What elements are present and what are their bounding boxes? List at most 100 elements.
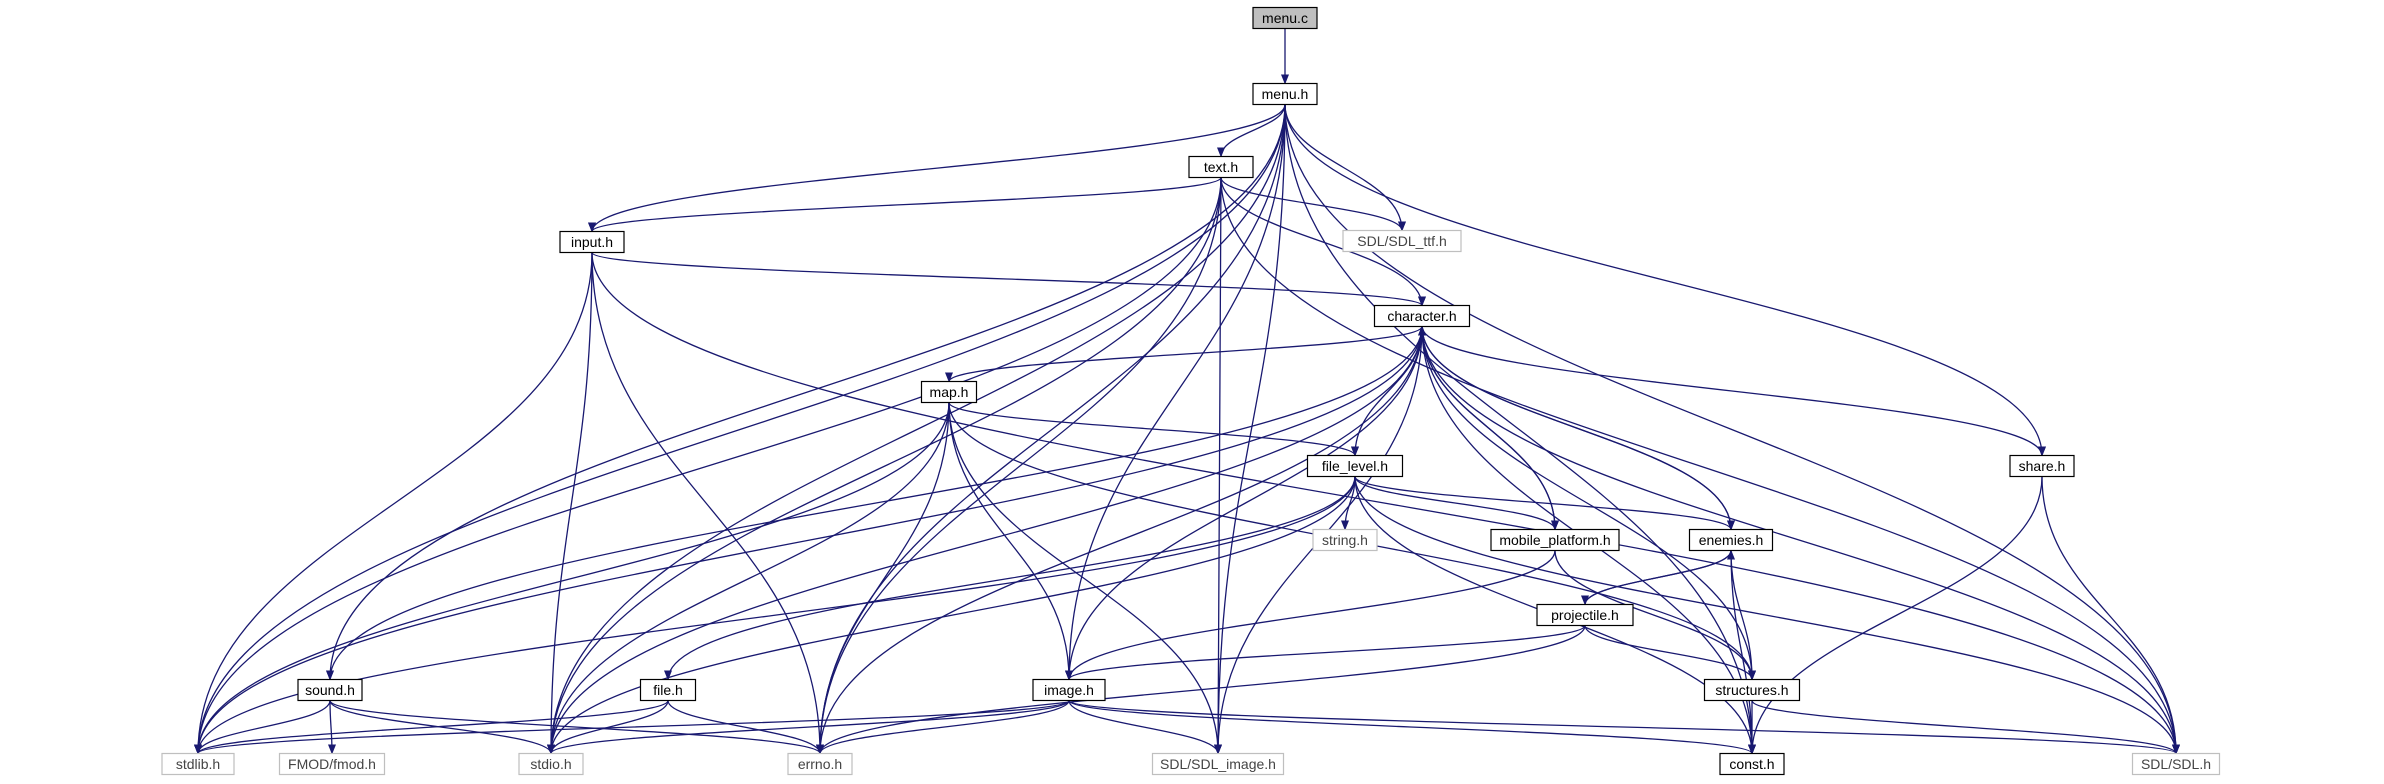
node-sound-h[interactable]: sound.h <box>297 678 363 702</box>
edge-menu-h-to-stdlib-h <box>194 104 1286 755</box>
node-box-sound-h <box>297 678 363 702</box>
node-box-input-h <box>559 230 625 254</box>
node-label-stdio-h: stdio.h <box>530 756 571 772</box>
node-box-share-h <box>2009 454 2075 478</box>
node-label-menu-h: menu.h <box>1262 86 1309 102</box>
node-box-fmod-h <box>278 752 386 776</box>
node-box-structures-h <box>1703 678 1801 702</box>
edge-file-level-h-to-mobile-platform-h <box>1354 476 1559 531</box>
edge-map-h-to-errno-h <box>816 402 950 755</box>
edge-sound-h-to-stdlib-h <box>194 700 331 755</box>
edge-mobile-platform-h-to-image-h <box>1065 550 1556 681</box>
edge-map-h-to-image-h <box>948 402 1073 681</box>
node-box-text-h <box>1188 155 1254 179</box>
node-projectile-h[interactable]: projectile.h <box>1536 603 1634 627</box>
edge-image-h-to-const-h <box>1068 699 1756 755</box>
edge-enemies-h-to-const-h <box>1730 550 1756 755</box>
node-label-image-h: image.h <box>1044 682 1094 698</box>
edge-menu-h-to-share-h <box>1284 104 2046 457</box>
node-file-h[interactable]: file.h <box>639 678 697 702</box>
edge-character-h-to-errno-h <box>816 326 1423 755</box>
node-menu-h[interactable]: menu.h <box>1252 82 1318 106</box>
node-label-file-level-h: file_level.h <box>1322 458 1388 474</box>
node-enemies-h[interactable]: enemies.h <box>1688 528 1774 552</box>
edge-menu-h-to-sdl-image-h <box>1214 104 1286 755</box>
edge-projectile-h-to-enemies-h <box>1584 549 1735 605</box>
edge-image-h-to-sdl-image-h <box>1068 700 1222 755</box>
node-label-sdl-ttf: SDL/SDL_ttf.h <box>1357 233 1447 249</box>
edge-sound-h-to-errno-h <box>329 699 824 755</box>
node-text-h[interactable]: text.h <box>1188 155 1254 179</box>
node-label-errno-h: errno.h <box>798 756 842 772</box>
edge-character-h-to-structures-h <box>1421 326 1756 681</box>
edge-structures-h-to-sdl-h <box>1751 699 2180 755</box>
node-label-sdl-h: SDL/SDL.h <box>2141 756 2211 772</box>
edge-text-h-to-stdlib-h <box>194 177 1222 755</box>
edge-menu-h-to-sound-h <box>326 104 1286 681</box>
edge-input-h-to-errno-h <box>591 252 824 755</box>
node-character-h[interactable]: character.h <box>1373 304 1471 328</box>
edge-projectile-h-to-errno-h <box>816 625 1586 755</box>
node-label-share-h: share.h <box>2019 458 2066 474</box>
node-label-map-h: map.h <box>930 384 969 400</box>
node-stdlib-h: stdlib.h <box>161 752 235 776</box>
node-input-h[interactable]: input.h <box>559 230 625 254</box>
node-fmod-h: FMOD/fmod.h <box>278 752 386 776</box>
node-box-enemies-h <box>1688 528 1774 552</box>
edge-mobile-platform-h-to-character-h <box>1418 325 1556 530</box>
edge-file-level-h-to-sdl-h <box>1354 476 2180 755</box>
edge-character-h-to-map-h <box>945 325 1423 383</box>
node-label-stdlib-h: stdlib.h <box>176 756 220 772</box>
node-box-mobile-platform-h <box>1490 528 1620 552</box>
edge-character-h-to-sdl-h <box>1421 326 2180 755</box>
edge-character-h-to-file-level-h <box>1351 326 1423 457</box>
node-box-sdl-h <box>2131 752 2221 776</box>
edge-input-h-to-sdl-h <box>591 252 2180 755</box>
node-box-errno-h <box>787 752 853 776</box>
node-label-enemies-h: enemies.h <box>1699 532 1764 548</box>
node-menu-c[interactable]: menu.c <box>1252 6 1318 30</box>
edge-file-h-to-stdio-h <box>547 700 669 755</box>
edge-text-h-to-sdl-image-h <box>1214 177 1223 755</box>
node-label-structures-h: structures.h <box>1715 682 1788 698</box>
edge-menu-h-to-const-h <box>1284 104 1756 755</box>
edge-file-level-h-to-file-h <box>664 476 1356 681</box>
edge-character-h-to-stdlib-h <box>194 326 1423 755</box>
edge-file-level-h-to-stdlib-h <box>194 476 1356 755</box>
edge-map-h-to-stdio-h <box>547 402 950 755</box>
edge-map-h-to-file-level-h <box>948 401 1359 457</box>
edge-file-h-to-stdlib-h <box>194 699 669 755</box>
node-label-character-h: character.h <box>1387 308 1456 324</box>
node-box-stdio-h <box>518 752 584 776</box>
node-box-menu-c <box>1252 6 1318 30</box>
edge-input-h-to-stdio-h <box>547 252 593 755</box>
node-image-h[interactable]: image.h <box>1032 678 1106 702</box>
edge-text-h-to-character-h <box>1220 177 1426 307</box>
node-const-h[interactable]: const.h <box>1719 752 1785 776</box>
node-label-fmod-h: FMOD/fmod.h <box>288 756 376 772</box>
node-label-sdl-image-h: SDL/SDL_image.h <box>1160 756 1276 772</box>
node-mobile-platform-h[interactable]: mobile_platform.h <box>1490 528 1620 552</box>
edge-input-h-to-stdlib-h <box>194 252 593 755</box>
node-box-stdlib-h <box>161 752 235 776</box>
node-file-level-h[interactable]: file_level.h <box>1306 454 1404 478</box>
edge-text-h-to-sdl-ttf <box>1220 177 1406 232</box>
node-errno-h: errno.h <box>787 752 853 776</box>
edge-share-h-to-sdl-h <box>2041 476 2180 755</box>
edge-image-h-to-stdlib-h <box>194 699 1070 755</box>
node-map-h[interactable]: map.h <box>920 380 978 404</box>
node-box-character-h <box>1373 304 1471 328</box>
node-box-sdl-ttf <box>1342 229 1462 253</box>
edge-character-h-to-share-h <box>1421 326 2046 457</box>
edge-text-h-to-errno-h <box>816 177 1222 755</box>
edge-map-h-to-stdlib-h <box>194 402 950 755</box>
node-structures-h[interactable]: structures.h <box>1703 678 1801 702</box>
node-box-file-level-h <box>1306 454 1404 478</box>
edge-character-h-to-stdio-h <box>547 326 1423 755</box>
node-label-projectile-h: projectile.h <box>1551 607 1619 623</box>
node-label-file-h: file.h <box>653 682 683 698</box>
edge-menu-h-to-image-h <box>1065 104 1286 681</box>
node-share-h[interactable]: share.h <box>2009 454 2075 478</box>
edge-text-h-to-stdio-h <box>547 177 1222 755</box>
